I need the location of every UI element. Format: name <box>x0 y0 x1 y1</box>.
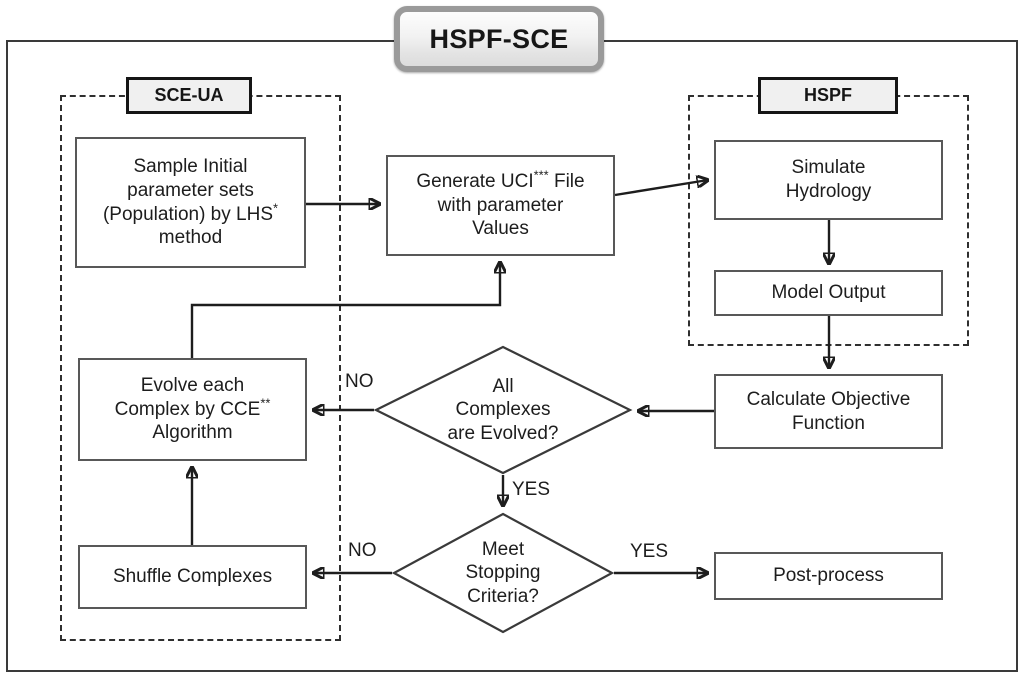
node-all-complexes-evolved-decision[interactable]: All Complexes are Evolved? <box>373 345 633 475</box>
node-post-process-label: Post-process <box>773 565 884 587</box>
node-sample-initial-parameter-sets[interactable]: Sample Initial parameter sets (Populatio… <box>75 137 306 268</box>
node-sample-initial-parameter-sets-label: Sample Initial parameter sets (Populatio… <box>102 155 279 249</box>
page-title: HSPF-SCE <box>429 23 569 54</box>
diamond-shape-stopping <box>391 512 615 634</box>
group-label-sce-ua-text: SCE-UA <box>154 85 224 105</box>
node-model-output-label: Model Output <box>771 282 886 304</box>
node-simulate-hydrology[interactable]: Simulate Hydrology <box>714 140 943 220</box>
edge-label-no-evolved: NO <box>345 371 374 392</box>
group-label-hspf-text: HSPF <box>803 85 852 105</box>
node-calculate-objective-function-label: Calculate Objective Function <box>746 388 911 434</box>
diagram-title-pill: HSPF-SCE <box>394 6 604 72</box>
node-post-process[interactable]: Post-process <box>714 552 943 600</box>
node-calculate-objective-function[interactable]: Calculate Objective Function <box>714 374 943 449</box>
edge-label-yes-evolved: YES <box>512 479 551 500</box>
edge-generate-to-simulate <box>614 180 708 197</box>
node-meet-stopping-criteria-decision[interactable]: Meet Stopping Criteria? <box>391 512 615 634</box>
node-shuffle-complexes-label: Shuffle Complexes <box>112 566 273 588</box>
edge-label-yes-stopping: YES <box>630 541 669 562</box>
node-evolve-each-complex-label: Evolve each Complex by CCE** Algorithm <box>114 374 271 444</box>
group-label-sce-ua: SCE-UA <box>126 77 252 114</box>
node-simulate-hydrology-label: Simulate Hydrology <box>785 157 872 202</box>
node-shuffle-complexes[interactable]: Shuffle Complexes <box>78 545 307 609</box>
node-model-output[interactable]: Model Output <box>714 270 943 316</box>
edge-evolve-to-generate-feedback <box>190 262 500 358</box>
node-generate-uci-file-label: Generate UCI*** File with parameter Valu… <box>416 167 585 240</box>
edge-label-no-stopping: NO <box>348 540 377 561</box>
node-generate-uci-file[interactable]: Generate UCI*** File with parameter Valu… <box>386 155 615 256</box>
group-label-hspf: HSPF <box>758 77 898 114</box>
node-evolve-each-complex[interactable]: Evolve each Complex by CCE** Algorithm <box>78 358 307 461</box>
diamond-shape-evolved <box>373 345 633 475</box>
